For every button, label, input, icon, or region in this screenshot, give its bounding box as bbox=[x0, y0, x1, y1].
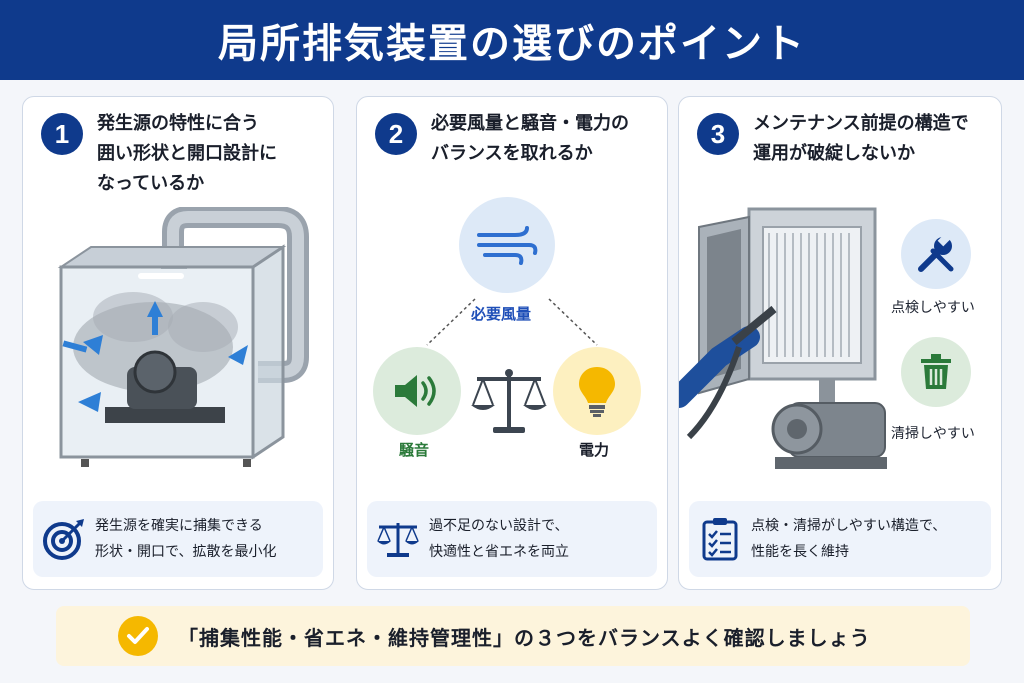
card-1-summary: 発生源を確実に捕集できる 形状・開口で、拡散を最小化 bbox=[33, 501, 323, 577]
connector-lines bbox=[426, 298, 598, 346]
card-enclosure: 1 発生源の特性に合う 囲い形状と開口設計に なっているか bbox=[22, 96, 334, 590]
inspect-label: 点検しやすい bbox=[891, 300, 975, 316]
card-3-summary-text: 点検・清掃がしやすい構造で、 性能を長く維持 bbox=[751, 518, 947, 560]
maintenance-illustration bbox=[679, 207, 887, 469]
card-1-title: 発生源の特性に合う 囲い形状と開口設計に なっているか bbox=[97, 113, 277, 194]
card-3-title: メンテナンス前提の構造で 運用が破綻しないか bbox=[753, 113, 969, 164]
scale-icon bbox=[377, 523, 419, 557]
page-title: 局所排気装置の選びのポイント bbox=[218, 21, 806, 67]
power-label: 電力 bbox=[579, 441, 610, 459]
checkmark-icon bbox=[118, 616, 158, 656]
speaker-icon bbox=[395, 375, 436, 407]
card-balance: 2 必要風量と騒音・電力の バランスを取れるか 必要風量 騒音 bbox=[356, 96, 668, 590]
step-number-2: 2 bbox=[375, 113, 417, 155]
balance-scale-icon bbox=[471, 369, 547, 433]
card-1-summary-text: 発生源を確実に捕集できる 形状・開口で、拡散を最小化 bbox=[95, 518, 277, 560]
lightbulb-icon bbox=[579, 367, 615, 417]
noise-badge bbox=[373, 347, 461, 435]
clean-badge bbox=[901, 337, 971, 407]
enclosure-illustration bbox=[57, 207, 309, 467]
card-2-summary-text: 過不足のない設計で、 快適性と省エネを両立 bbox=[429, 518, 569, 560]
inspect-badge bbox=[901, 219, 971, 289]
header-banner: 局所排気装置の選びのポイント bbox=[0, 0, 1024, 80]
target-icon bbox=[43, 519, 84, 560]
wrench-icon bbox=[918, 233, 954, 272]
clean-label: 清掃しやすい bbox=[891, 426, 975, 442]
airflow-label: 必要風量 bbox=[471, 305, 532, 323]
airflow-badge bbox=[459, 197, 555, 293]
card-maintenance: 3 メンテナンス前提の構造で 運用が破綻しないか bbox=[678, 96, 1002, 590]
card-3-summary: 点検・清掃がしやすい構造で、 性能を長く維持 bbox=[689, 501, 991, 577]
checklist-icon bbox=[702, 518, 738, 561]
step-number-3: 3 bbox=[697, 113, 739, 155]
card-2-title: 必要風量と騒音・電力の バランスを取れるか bbox=[431, 113, 629, 164]
noise-label: 騒音 bbox=[399, 441, 430, 459]
wind-icon bbox=[477, 226, 538, 265]
card-2-summary: 過不足のない設計で、 快適性と省エネを両立 bbox=[367, 501, 657, 577]
conclusion-text: 「捕集性能・省エネ・維持管理性」の３つをバランスよく確認しましょう bbox=[178, 625, 871, 650]
power-badge bbox=[553, 347, 641, 435]
conclusion-banner: 「捕集性能・省エネ・維持管理性」の３つをバランスよく確認しましょう bbox=[56, 606, 970, 666]
trash-icon bbox=[921, 354, 951, 389]
step-number-1: 1 bbox=[41, 113, 83, 155]
